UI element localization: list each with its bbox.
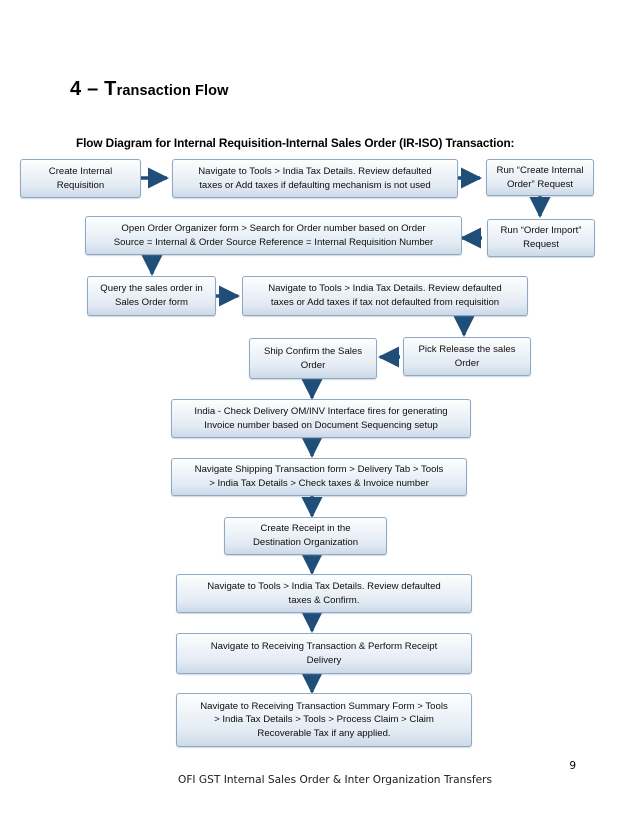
- page-title: 4 – Transaction Flow: [70, 78, 228, 101]
- flow-node-navigate-receiving-transaction-delivery[interactable]: Navigate to Receiving Transaction & Perf…: [176, 633, 472, 674]
- flow-node-navigate-tools-india-tax-details-defaulting[interactable]: Navigate to Tools > India Tax Details. R…: [172, 159, 458, 198]
- page-title-text: ransaction Flow: [116, 83, 229, 99]
- page-number: 9: [569, 760, 576, 772]
- flow-node-pick-release-sales-order[interactable]: Pick Release the sales Order: [403, 337, 531, 376]
- diagram-subtitle: Flow Diagram for Internal Requisition-In…: [76, 136, 515, 150]
- footer-text: OFI GST Internal Sales Order & Inter Org…: [178, 774, 492, 786]
- flow-node-create-internal-requisition[interactable]: Create Internal Requisition: [20, 159, 141, 198]
- flow-node-navigate-tools-india-tax-details-confirm[interactable]: Navigate to Tools > India Tax Details. R…: [176, 574, 472, 613]
- flow-node-run-create-internal-order-request[interactable]: Run “Create Internal Order” Request: [486, 159, 594, 196]
- flow-node-run-order-import-request[interactable]: Run “Order Import” Request: [487, 219, 595, 257]
- flow-node-create-receipt-destination-org[interactable]: Create Receipt in the Destination Organi…: [224, 517, 387, 555]
- flow-node-navigate-receiving-transaction-summary[interactable]: Navigate to Receiving Transaction Summar…: [176, 693, 472, 747]
- flow-node-navigate-tools-india-tax-details-requisition[interactable]: Navigate to Tools > India Tax Details. R…: [242, 276, 528, 316]
- flow-node-open-order-organizer-form[interactable]: Open Order Organizer form > Search for O…: [85, 216, 462, 255]
- page-title-number: 4 – T: [70, 78, 117, 100]
- flow-node-navigate-shipping-transaction-form[interactable]: Navigate Shipping Transaction form > Del…: [171, 458, 467, 496]
- flow-node-query-sales-order[interactable]: Query the sales order in Sales Order for…: [87, 276, 216, 316]
- flow-node-india-check-delivery-interface[interactable]: India - Check Delivery OM/INV Interface …: [171, 399, 471, 438]
- flow-node-ship-confirm-sales-order[interactable]: Ship Confirm the Sales Order: [249, 338, 377, 379]
